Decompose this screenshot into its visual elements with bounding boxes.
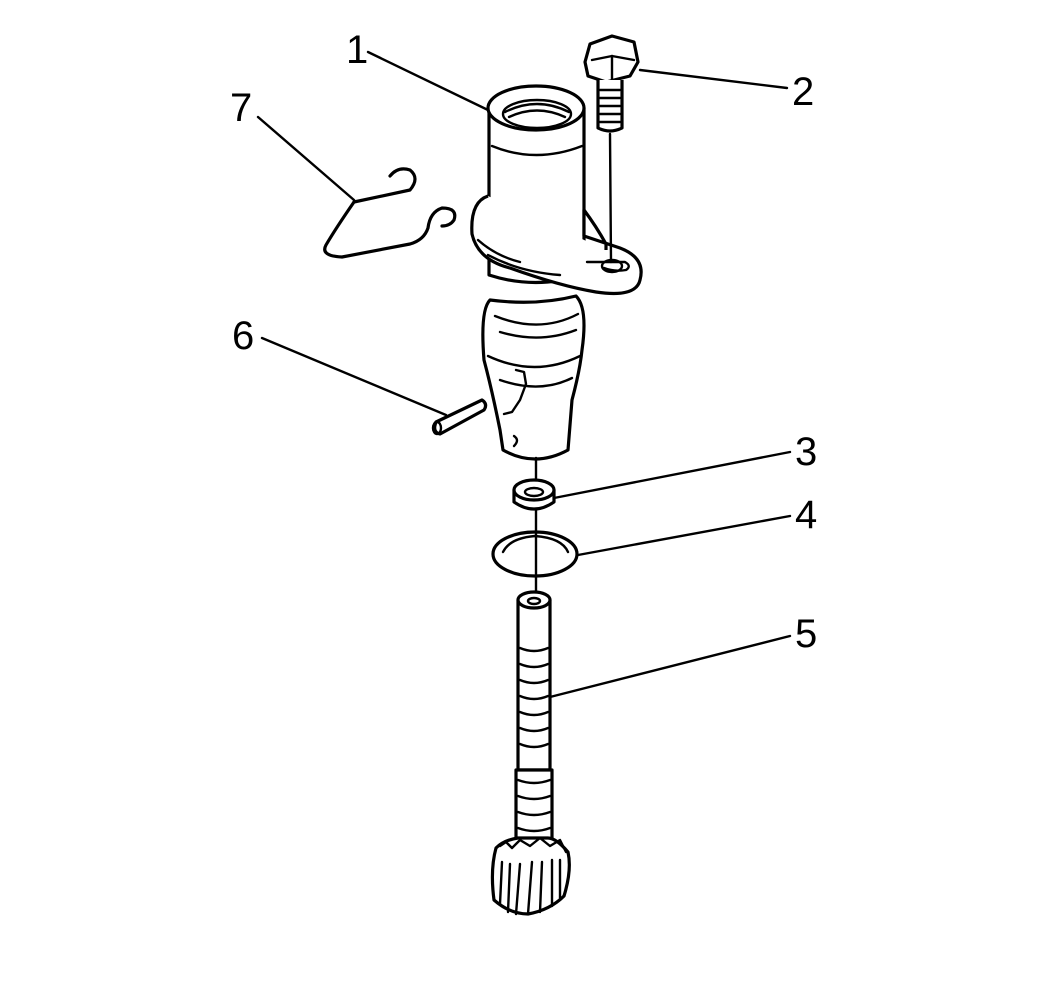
housing-part-1 (470, 84, 643, 461)
callout-label-2: 2 (792, 70, 815, 114)
seal-part-3 (512, 478, 556, 511)
pin-part-6 (431, 398, 488, 436)
callout-label-5: 5 (795, 612, 818, 656)
callout-label-3: 3 (795, 430, 818, 474)
leader-lines (256, 50, 792, 699)
callout-label-7: 7 (230, 86, 253, 130)
callout-label-4: 4 (795, 493, 818, 537)
oring-part-4 (491, 530, 579, 578)
shaft-part-5 (490, 590, 571, 916)
bolt-part-2 (583, 34, 640, 264)
callout-label-1: 1 (346, 28, 369, 72)
clip-part-7 (323, 167, 457, 259)
callout-label-6: 6 (232, 314, 255, 358)
